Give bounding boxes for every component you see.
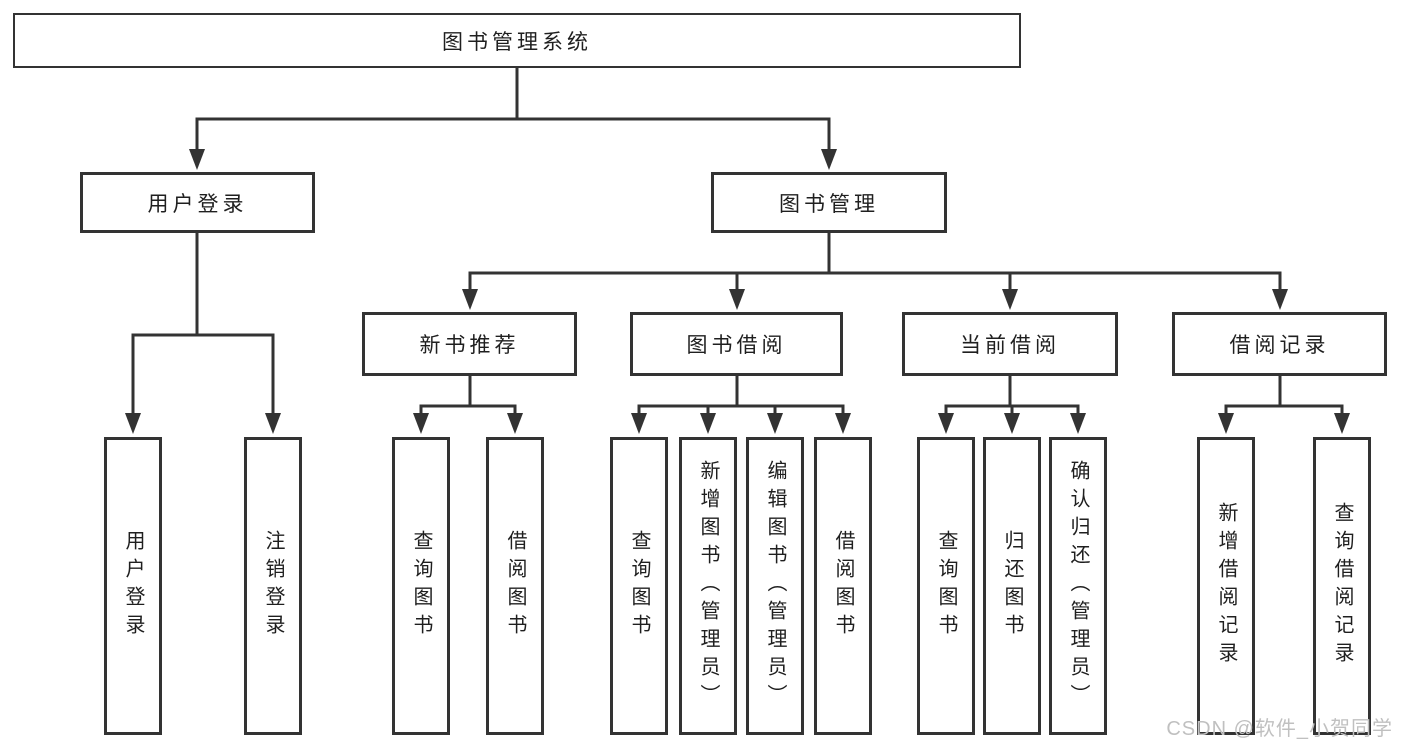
node-label: 借阅图书 xyxy=(832,530,854,642)
node-label: 当前借阅 xyxy=(960,334,1060,357)
leaf-logout: 注销登录 xyxy=(244,437,302,735)
watermark: CSDN @软件_小贺同学 xyxy=(1166,718,1393,740)
node-book-borrowing: 图书借阅 xyxy=(630,312,843,376)
node-label: 归还图书 xyxy=(1001,530,1023,642)
node-label: 借阅图书 xyxy=(504,530,526,642)
leaf-query-books-2: 查询图书 xyxy=(610,437,668,735)
node-library-management-system: 图书管理系统 xyxy=(13,13,1021,68)
leaf-query-borrow-record: 查询借阅记录 xyxy=(1313,437,1371,735)
node-label: 注销登录 xyxy=(262,530,284,642)
leaf-edit-books-admin: 编辑图书（管理员） xyxy=(746,437,804,735)
node-label: 查询图书 xyxy=(628,530,650,642)
node-label: 新增借阅记录 xyxy=(1215,502,1237,670)
node-label: 图书借阅 xyxy=(686,334,787,357)
node-label: 新增图书（管理员） xyxy=(697,460,719,712)
leaf-confirm-return-admin: 确认归还（管理员） xyxy=(1049,437,1107,735)
node-current-borrowing: 当前借阅 xyxy=(902,312,1118,376)
leaf-borrow-books-2: 借阅图书 xyxy=(814,437,872,735)
node-label: 查询图书 xyxy=(935,530,957,642)
leaf-add-borrow-record: 新增借阅记录 xyxy=(1197,437,1255,735)
node-label: 图书管理 xyxy=(779,192,879,216)
leaf-add-books-admin: 新增图书（管理员） xyxy=(679,437,737,735)
node-label: 新书推荐 xyxy=(419,334,520,357)
node-borrowing-records: 借阅记录 xyxy=(1172,312,1387,376)
node-label: 查询图书 xyxy=(410,530,432,642)
node-new-book-recommendation: 新书推荐 xyxy=(362,312,577,376)
node-label: 图书管理系统 xyxy=(442,30,592,54)
leaf-query-books-3: 查询图书 xyxy=(917,437,975,735)
node-label: 用户登录 xyxy=(147,192,248,216)
node-label: 编辑图书（管理员） xyxy=(764,460,786,712)
leaf-user-login: 用户登录 xyxy=(104,437,162,735)
leaf-borrow-books-1: 借阅图书 xyxy=(486,437,544,735)
node-label: 用户登录 xyxy=(122,530,144,642)
node-book-management: 图书管理 xyxy=(711,172,947,233)
leaf-query-books-1: 查询图书 xyxy=(392,437,450,735)
node-user-login: 用户登录 xyxy=(80,172,315,233)
leaf-return-books: 归还图书 xyxy=(983,437,1041,735)
node-label: 查询借阅记录 xyxy=(1331,502,1353,670)
node-label: 确认归还（管理员） xyxy=(1067,460,1089,712)
node-label: 借阅记录 xyxy=(1229,334,1330,357)
